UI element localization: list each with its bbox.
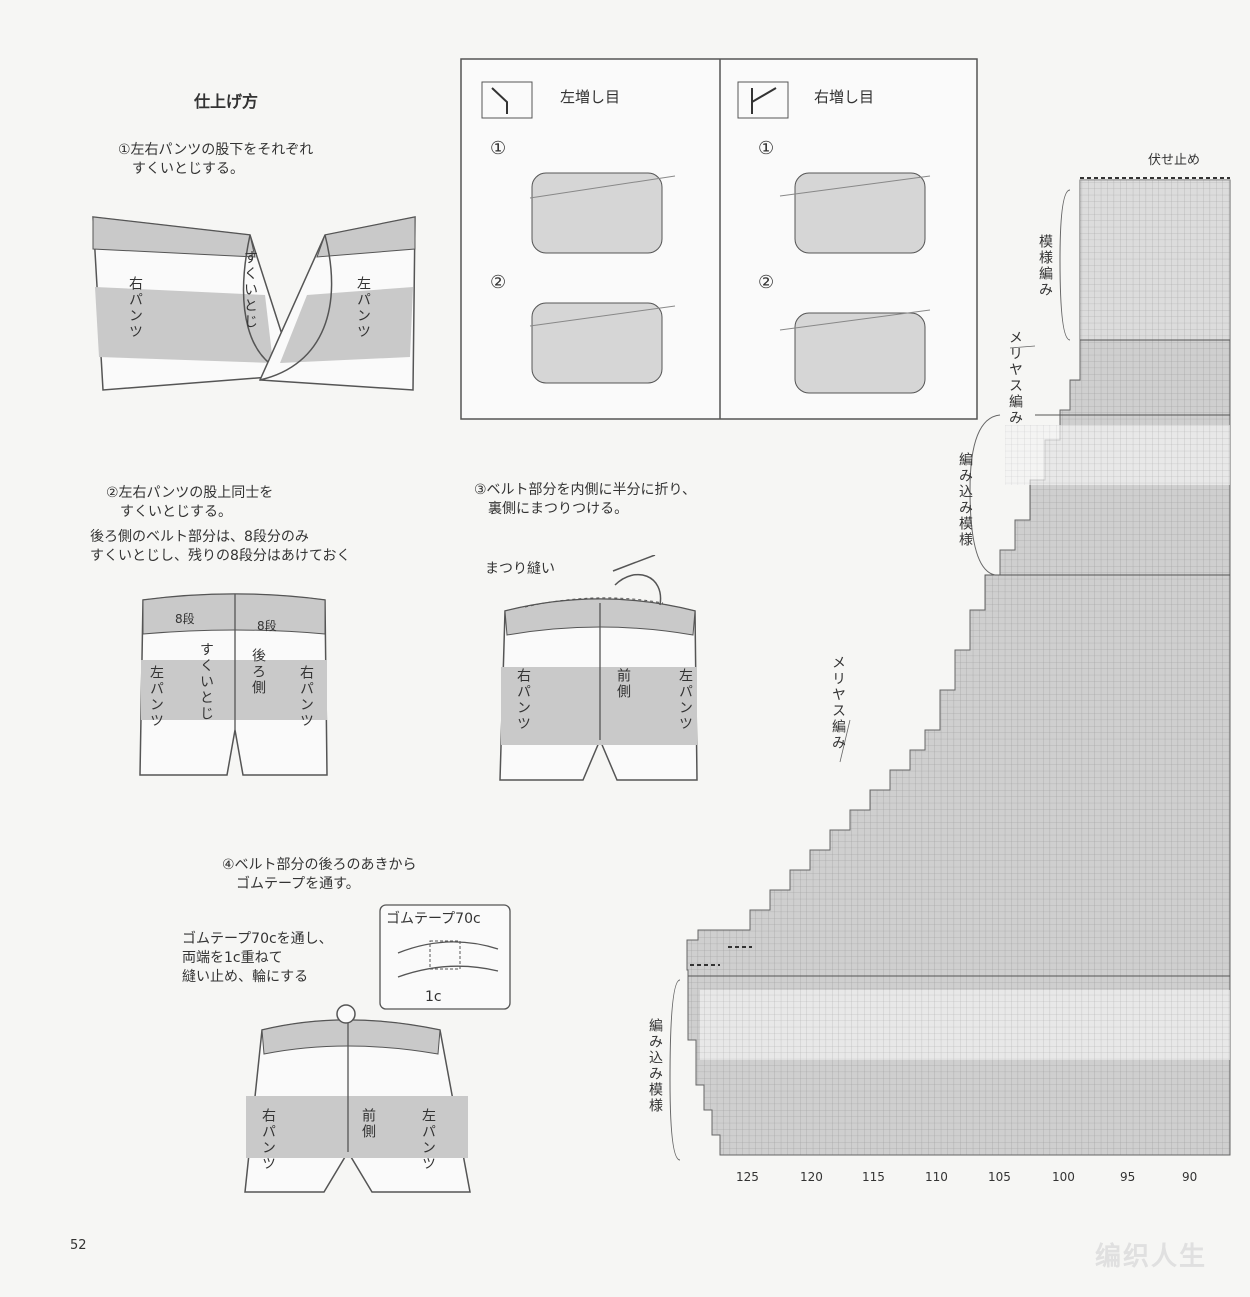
col-100: 100 xyxy=(1052,1170,1075,1184)
step1-text: ①左右パンツの股下をそれぞれ すくいとじする。 xyxy=(118,142,314,177)
step3-left-pants: 左パンツ xyxy=(677,668,693,732)
step4-note: ゴムテープ70cを通し、 両端を1c重ねて 縫い止め、輪にする xyxy=(182,931,333,985)
step2-rows8-b: 8段 xyxy=(257,619,277,633)
step4-left-pants: 左パンツ xyxy=(420,1108,436,1172)
stockinette-label: メリヤス編み xyxy=(830,655,846,751)
page-number: 52 xyxy=(70,1238,87,1253)
step4-front-side: 前側 xyxy=(360,1108,376,1140)
step3-text: ③ベルト部分を内側に半分に折り、 裏側にまつりつける。 xyxy=(474,482,696,517)
col-90: 90 xyxy=(1182,1170,1198,1184)
colorwork-mid-label: 編み込み模様 xyxy=(957,452,973,548)
step3-front-side: 前側 xyxy=(615,668,631,700)
col-120: 120 xyxy=(800,1170,823,1184)
pattern-label: 模様編み xyxy=(1037,234,1053,298)
step2-figure xyxy=(139,593,328,776)
knitting-chart xyxy=(669,177,1231,1161)
col-110: 110 xyxy=(925,1170,948,1184)
step4-figure xyxy=(244,1004,471,1193)
step4-callout xyxy=(379,904,511,1010)
step2-sukui-toji: すくいとじ xyxy=(198,642,214,722)
step1-sukui-toji: すくいとじ xyxy=(242,250,258,330)
increase-box xyxy=(460,58,978,420)
step4-right-pants: 右パンツ xyxy=(260,1108,276,1172)
step2-rows8-a: 8段 xyxy=(175,612,195,626)
right-increase-title: 右増し目 xyxy=(814,88,875,106)
step3-right-pants: 右パンツ xyxy=(515,668,531,732)
step3-matsuri: まつり縫い xyxy=(485,561,555,577)
step3-figure xyxy=(499,555,698,781)
left-increase-title: 左増し目 xyxy=(560,88,621,106)
left-step2-num: ② xyxy=(490,272,507,293)
step4-text: ④ベルト部分の後ろのあきから ゴムテープを通す。 xyxy=(222,857,417,892)
right-step1-num: ① xyxy=(758,138,775,159)
stockinette-top-label: メリヤス編み xyxy=(1007,330,1023,426)
left-step1-num: ① xyxy=(490,138,507,159)
step4-overlap-label: 1c xyxy=(425,989,442,1005)
col-95: 95 xyxy=(1120,1170,1136,1184)
watermark: 编织人生 xyxy=(1095,1242,1208,1272)
col-115: 115 xyxy=(862,1170,885,1184)
col-125: 125 xyxy=(736,1170,759,1184)
col-105: 105 xyxy=(988,1170,1011,1184)
right-step2-num: ② xyxy=(758,272,775,293)
step1-right-pants: 右パンツ xyxy=(127,276,143,340)
colorwork-bottom-label: 編み込み模様 xyxy=(647,1018,663,1114)
bind-off-label: 伏せ止め xyxy=(1148,153,1201,168)
step2-note: 後ろ側のベルト部分は、8段分のみ すくいとじし、残りの8段分はあけておく xyxy=(90,529,351,564)
step2-text: ②左右パンツの股上同士を すくいとじする。 xyxy=(106,485,274,520)
step2-left-pants: 左パンツ xyxy=(148,665,164,729)
step2-right-pants: 右パンツ xyxy=(298,665,314,729)
step2-back-side: 後ろ側 xyxy=(250,648,266,696)
step1-left-pants: 左パンツ xyxy=(355,276,371,340)
step4-tape-label: ゴムテープ70c xyxy=(386,911,481,927)
finish-title: 仕上げ方 xyxy=(194,92,259,111)
step1-figure xyxy=(92,216,416,391)
